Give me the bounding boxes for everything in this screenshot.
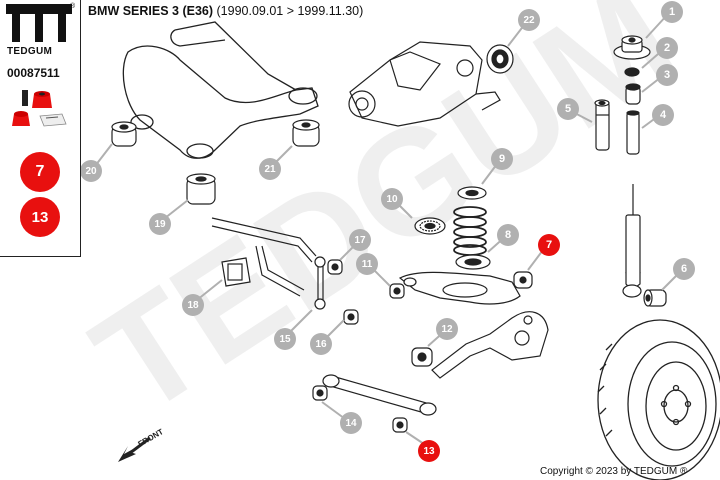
differential xyxy=(348,41,501,127)
callout-20: 20 xyxy=(80,160,102,182)
bushing-13 xyxy=(392,417,408,433)
spring-seat-8 xyxy=(455,254,491,270)
wheel-carrier xyxy=(431,311,549,379)
callout-12: 12 xyxy=(436,318,458,340)
upper-trailing-arm xyxy=(122,21,319,159)
bushing-11 xyxy=(389,283,405,299)
stabilizer-bracket-18 xyxy=(221,257,251,287)
callout-1: 1 xyxy=(661,1,683,23)
callout-9: 9 xyxy=(491,148,513,170)
callout-4: 4 xyxy=(652,104,674,126)
callout-3: 3 xyxy=(656,64,678,86)
stabilizer-bar xyxy=(211,217,317,297)
callout-11: 11 xyxy=(356,253,378,275)
page-title: BMW SERIES 3 (E36) (1990.09.01 > 1999.11… xyxy=(88,4,363,18)
bushing-6 xyxy=(643,289,667,307)
callout-7: 7 xyxy=(538,234,560,256)
bushing-19 xyxy=(186,173,216,205)
vehicle-series: BMW SERIES 3 (E36) xyxy=(88,4,214,18)
bushing-17 xyxy=(327,259,343,275)
bushing-16 xyxy=(343,309,359,325)
bushing-20 xyxy=(111,121,137,147)
trailing-link xyxy=(322,374,437,416)
callout-6: 6 xyxy=(673,258,695,280)
callout-18: 18 xyxy=(182,294,204,316)
vehicle-dates: (1990.09.01 > 1999.11.30) xyxy=(216,4,364,18)
registered-mark: ® xyxy=(70,3,76,10)
highlight-badge-13: 13 xyxy=(20,197,60,237)
bearing-22 xyxy=(486,44,514,74)
part-number: 00087511 xyxy=(7,66,60,80)
stabilizer-link-15 xyxy=(314,256,326,310)
dust-boot-4 xyxy=(626,110,640,155)
callout-13: 13 xyxy=(418,440,440,462)
copyright-notice: Copyright © 2023 by TEDGUM ® xyxy=(540,466,688,477)
highlight-badge-7: 7 xyxy=(20,152,60,192)
dust-boot-5 xyxy=(594,99,610,151)
bearing-10 xyxy=(414,217,446,235)
callout-22: 22 xyxy=(518,9,540,31)
callout-19: 19 xyxy=(149,213,171,235)
callout-16: 16 xyxy=(310,333,332,355)
bushing-14 xyxy=(312,385,328,401)
callout-8: 8 xyxy=(497,224,519,246)
bushing-12 xyxy=(411,347,433,367)
spring-seat-9 xyxy=(457,186,487,200)
callout-17: 17 xyxy=(349,229,371,251)
lower-control-arm xyxy=(398,271,521,305)
bump-stop-3 xyxy=(625,83,641,105)
top-mount-1 xyxy=(613,35,651,60)
bushing-7 xyxy=(513,271,533,289)
tedgum-logo-icon xyxy=(6,4,72,44)
callout-21: 21 xyxy=(259,158,281,180)
brand-name: TEDGUM xyxy=(7,46,53,57)
bushing-21 xyxy=(292,119,320,147)
sidebar-panel: ® TEDGUM 00087511 7 13 xyxy=(0,0,81,257)
callout-2: 2 xyxy=(656,37,678,59)
product-photo-icon xyxy=(12,90,67,127)
callout-15: 15 xyxy=(274,328,296,350)
callout-14: 14 xyxy=(340,412,362,434)
shock-absorber xyxy=(622,184,642,298)
wheel xyxy=(597,319,720,480)
washer-2 xyxy=(624,67,640,77)
callout-10: 10 xyxy=(381,188,403,210)
callout-5: 5 xyxy=(557,98,579,120)
